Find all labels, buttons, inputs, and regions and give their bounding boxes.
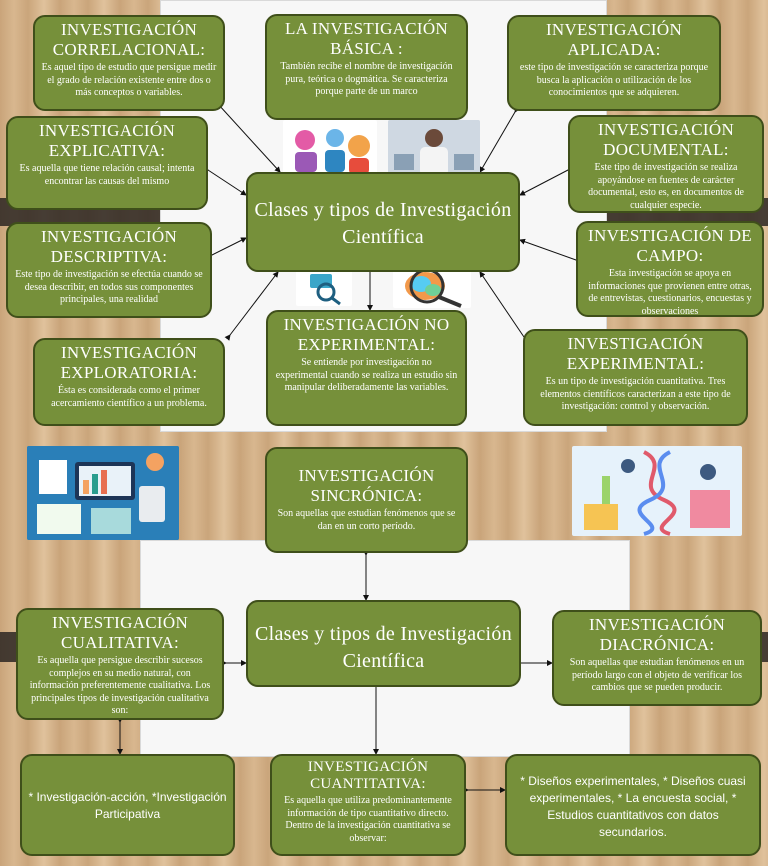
no-experimental-text: Se entiende por investigación no experim… bbox=[275, 357, 458, 393]
campo-text: Esta investigación se apoya en informaci… bbox=[588, 268, 752, 317]
correlacional-box: INVESTIGACIÓN CORRELACIONAL: Es aquel ti… bbox=[33, 15, 225, 111]
descriptiva-title: INVESTIGACIÓN DESCRIPTIVA: bbox=[40, 227, 178, 266]
basica-title: LA INVESTIGACIÓN BÁSICA : bbox=[285, 19, 448, 58]
cuantitativa-list-text: * Diseños experimentales, * Diseños cuas… bbox=[520, 774, 746, 839]
no-experimental-title: INVESTIGACIÓN NO EXPERIMENTAL: bbox=[283, 315, 450, 354]
cuantitativa-list-box: * Diseños experimentales, * Diseños cuas… bbox=[505, 754, 761, 856]
documental-title: INVESTIGACIÓN DOCUMENTAL: bbox=[597, 120, 735, 159]
cualitativa-list-text: * Investigación-acción, *Investigación P… bbox=[28, 790, 227, 821]
diacronica-box: INVESTIGACIÓN DIACRÓNICA: Son aquellas q… bbox=[552, 610, 762, 706]
exploratoria-box: INVESTIGACIÓN EXPLORATORIA: Ésta es cons… bbox=[33, 338, 225, 426]
explicativa-text: Es aquella que tiene relación causal; in… bbox=[19, 163, 195, 187]
correlacional-text: Es aquel tipo de estudio que persigue me… bbox=[41, 62, 217, 98]
bottom-center-title: Clases y tipos de Investigación Científi… bbox=[254, 623, 513, 672]
sincronica-box: INVESTIGACIÓN SINCRÓNICA: Son aquellas q… bbox=[265, 447, 468, 553]
cuantitativa-box: INVESTIGACIÓN CUANTITATIVA: Es aquella q… bbox=[270, 754, 466, 856]
campo-box: INVESTIGACIÓN DE CAMPO: Esta investigaci… bbox=[576, 221, 764, 317]
explicativa-box: INVESTIGACIÓN EXPLICATIVA: Es aquella qu… bbox=[6, 116, 208, 210]
top-center-title: Clases y tipos de Investigación Científi… bbox=[254, 199, 512, 248]
cualitativa-box: INVESTIGACIÓN CUALITATIVA: Es aquella qu… bbox=[16, 608, 224, 720]
sincronica-text: Son aquellas que estudian fenómenos que … bbox=[277, 508, 456, 532]
top-center-box: Clases y tipos de Investigación Científi… bbox=[246, 172, 520, 272]
correlacional-title: INVESTIGACIÓN CORRELACIONAL: bbox=[52, 20, 206, 59]
cualitativa-list-box: * Investigación-acción, *Investigación P… bbox=[20, 754, 235, 856]
cuantitativa-title: INVESTIGACIÓN CUANTITATIVA: bbox=[307, 759, 429, 792]
cuantitativa-text: Es aquella que utiliza predominantemente… bbox=[284, 795, 452, 844]
explicativa-title: INVESTIGACIÓN EXPLICATIVA: bbox=[38, 121, 176, 160]
cualitativa-text: Es aquella que persigue describir suceso… bbox=[29, 655, 211, 716]
documental-text: Este tipo de investigación se realiza ap… bbox=[588, 162, 744, 211]
people-illustration bbox=[283, 120, 377, 176]
experimental-title: INVESTIGACIÓN EXPERIMENTAL: bbox=[566, 334, 705, 373]
search-icon bbox=[296, 270, 352, 306]
dna-lab-illustration bbox=[572, 446, 742, 536]
experimental-box: INVESTIGACIÓN EXPERIMENTAL: Es un tipo d… bbox=[523, 329, 748, 426]
exploratoria-title: INVESTIGACIÓN EXPLORATORIA: bbox=[60, 343, 198, 382]
basica-text: También recibe el nombre de investigació… bbox=[280, 61, 453, 97]
aplicada-title: INVESTIGACIÓN APLICADA: bbox=[545, 20, 683, 59]
basica-box: LA INVESTIGACIÓN BÁSICA : También recibe… bbox=[265, 14, 468, 120]
sincronica-title: INVESTIGACIÓN SINCRÓNICA: bbox=[298, 466, 435, 505]
diacronica-title: INVESTIGACIÓN DIACRÓNICA: bbox=[588, 615, 726, 654]
cualitativa-title: INVESTIGACIÓN CUALITATIVA: bbox=[51, 613, 189, 652]
scientist-photo bbox=[388, 120, 480, 176]
descriptiva-box: INVESTIGACIÓN DESCRIPTIVA: Este tipo de … bbox=[6, 222, 212, 318]
no-experimental-box: INVESTIGACIÓN NO EXPERIMENTAL: Se entien… bbox=[266, 310, 467, 426]
experimental-text: Es un tipo de investigación cuantitativa… bbox=[540, 376, 731, 412]
aplicada-text: este tipo de investigación se caracteriz… bbox=[519, 62, 709, 98]
brain-magnifier-icon bbox=[393, 268, 471, 308]
documental-box: INVESTIGACIÓN DOCUMENTAL: Este tipo de i… bbox=[568, 115, 764, 213]
descriptiva-text: Este tipo de investigación se efectúa cu… bbox=[15, 269, 203, 305]
exploratoria-text: Ésta es considerada como el primer acerc… bbox=[51, 385, 207, 409]
campo-title: INVESTIGACIÓN DE CAMPO: bbox=[588, 226, 752, 265]
diacronica-text: Son aquellas que estudian fenómenos en u… bbox=[569, 657, 745, 693]
aplicada-box: INVESTIGACIÓN APLICADA: este tipo de inv… bbox=[507, 15, 721, 111]
office-desk-illustration bbox=[27, 446, 179, 540]
bottom-center-box: Clases y tipos de Investigación Científi… bbox=[246, 600, 521, 687]
